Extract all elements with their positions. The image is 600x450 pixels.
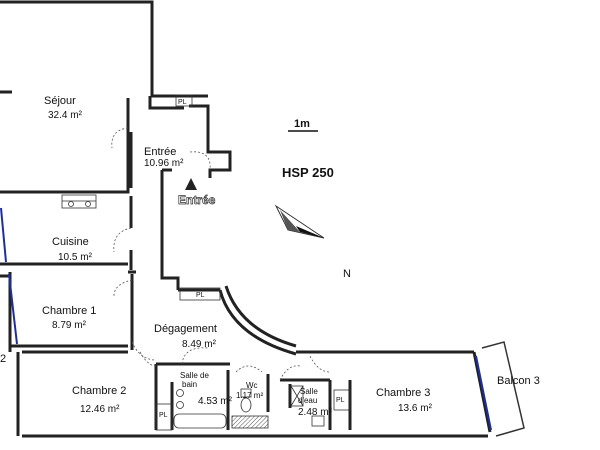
toilet-icon [240,388,252,398]
pl-label: PL [178,99,187,106]
entree-name: Entrée [144,146,176,158]
chambre1-name: Chambre 1 [42,305,96,317]
sejour-name: Séjour [44,95,76,107]
chambre1-door [113,279,133,297]
pl-label: PL [336,397,345,404]
pl-closet [179,287,221,301]
walls [0,0,525,438]
bathtub-icon [173,413,227,429]
chambre2-area: 12.46 m² [80,404,120,415]
pl-label: PL [196,292,205,299]
cuisine-window [0,207,7,263]
pl-closet [155,403,173,431]
sdb-name-line2: bain [182,380,197,389]
cuisine-area: 10.5 m² [58,252,93,263]
wc-door [235,365,263,373]
entrance-arrow-icon [185,178,197,190]
pl-label: PL [159,412,168,419]
salle-eau-area: 2.48 m² [298,407,333,418]
salle-eau-name-line2: d'eau [298,396,317,405]
degagement-door [131,341,157,361]
sdb-door [181,347,209,365]
chambre3-window [475,355,492,431]
chambre3-name: Chambre 3 [376,387,430,399]
wc-name: Wc [246,381,258,390]
pl-closet [333,389,351,411]
sink-icon [176,401,184,409]
chambre3-area: 13.6 m² [398,403,433,414]
north-label: N [343,268,351,280]
labels: Séjour 32.4 m² PL Entrée 10.96 m² 1m HSP… [0,95,540,419]
balcon3-name: Balcon 3 [497,375,540,387]
entrance-marker-label: Entrée [178,193,216,207]
north-arrow [274,204,325,239]
hatched-duct [231,415,269,429]
doors [111,127,331,381]
entree-area: 10.96 m² [144,158,184,169]
degagement-name: Dégagement [154,323,217,335]
chambre3-door [309,355,331,373]
cuisine-name: Cuisine [52,236,89,248]
sdb-area: 4.53 m² [198,396,233,407]
chambre1-window [8,273,18,345]
wc-area: 1.17 m² [236,391,263,400]
salle-eau-door [279,365,301,381]
sdb-name-line1: Salle de [180,371,209,380]
salle-eau-name-line1: Salle [300,387,318,396]
kitchen-counter [61,194,97,209]
degagement-area: 8.49 m² [182,339,217,350]
chambre2-name: Chambre 2 [72,385,126,397]
fixtures [61,94,351,431]
chambre1-area: 8.79 m² [52,320,87,331]
compass-icon [274,204,325,239]
entree-door [189,151,211,171]
sink-icon [176,389,184,397]
edge-number: 2 [0,353,6,365]
entrance-marker: Entrée [178,178,216,207]
chambre2-door [139,351,157,367]
windows [0,207,492,431]
pl-closet [175,94,193,107]
sejour-area: 32.4 m² [48,110,83,121]
shower-icon [290,385,304,407]
hsp-label: HSP 250 [282,165,334,180]
cuisine-door [113,227,132,253]
scale-label: 1m [294,118,310,130]
sink-icon [311,415,325,427]
sejour-door [111,127,129,149]
